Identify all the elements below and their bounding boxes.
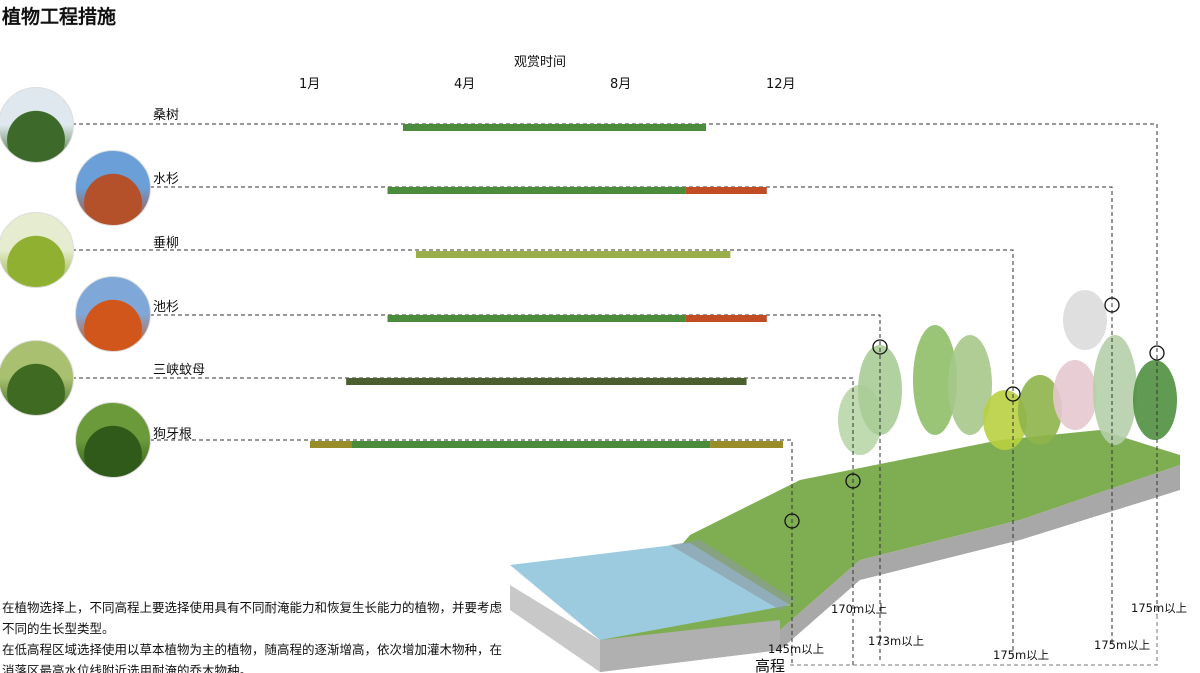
elevation-marker (1005, 386, 1021, 402)
tree (983, 390, 1027, 450)
month-label: 12月 (766, 77, 796, 92)
season-bar (403, 124, 707, 131)
leader-line (150, 186, 1113, 645)
leader-line (72, 123, 1158, 615)
plant-photo-chishan (75, 276, 151, 352)
leader-line (72, 249, 1014, 660)
month-label: 8月 (610, 77, 632, 92)
plant-photo-gouyagen (75, 402, 151, 478)
plant-label: 池杉 (153, 300, 180, 315)
gabion-mesh (670, 540, 795, 610)
season-bar (710, 441, 783, 448)
elevation-label: 高程 (755, 657, 786, 673)
plant-photo-wenmu (0, 340, 74, 416)
elevation-baseline (790, 615, 1158, 666)
plant-label: 桑树 (153, 108, 180, 123)
leader-line (150, 439, 793, 665)
elevation-mark: 170m以上 (831, 602, 888, 616)
month-label: 1月 (299, 77, 321, 92)
tree (1093, 335, 1137, 445)
season-bar (346, 378, 747, 385)
description-paragraph: 在低高程区域选择使用以草本植物为主的植物，随高程的逐渐增高，依次增加灌木物种，在… (2, 642, 503, 673)
elevation-marker (872, 339, 888, 355)
month-label: 4月 (454, 77, 476, 92)
tree (1063, 290, 1107, 350)
season-bar (310, 441, 352, 448)
water-box-front (600, 620, 780, 672)
elevation-mark: 175m以上 (1094, 638, 1151, 652)
elevation-marker (1149, 345, 1165, 361)
season-bar (685, 315, 767, 322)
tree (1053, 360, 1097, 430)
description-paragraph: 在植物选择上，不同高程上要选择使用具有不同耐淹能力和恢复生长能力的植物，并要考虑… (2, 600, 503, 636)
elevation-marker (784, 513, 800, 529)
plant-label: 狗牙根 (153, 427, 193, 442)
season-bar (415, 251, 731, 258)
leader-line (72, 377, 854, 665)
elevation-mark: 173m以上 (868, 634, 925, 648)
plant-photo-shuishan (75, 150, 151, 226)
plant-label: 三峡蚊母 (153, 363, 206, 378)
description: 在植物选择上，不同高程上要选择使用具有不同耐淹能力和恢复生长能力的植物，并要考虑… (2, 597, 502, 673)
leader-line (150, 314, 881, 660)
elevation-mark: 175m以上 (1131, 601, 1188, 615)
plant-label: 水杉 (153, 172, 180, 187)
plant-label: 垂柳 (153, 236, 180, 251)
plant-photo-sang (0, 87, 74, 163)
tree (1018, 375, 1062, 445)
page-title: 植物工程措施 (2, 6, 117, 28)
plant-photo-chuiliu (0, 212, 74, 288)
tree (913, 325, 957, 435)
elevation-mark: 175m以上 (993, 648, 1050, 662)
season-bar (387, 187, 686, 194)
elevation-mark: 145m以上 (768, 642, 825, 656)
elevation-marker (845, 473, 861, 489)
tree (1133, 360, 1177, 440)
water-box-side (510, 585, 600, 672)
elevation-marker (1104, 297, 1120, 313)
timeline-title: 观赏时间 (514, 55, 567, 70)
season-bar (685, 187, 767, 194)
season-bar (387, 315, 686, 322)
ground-slab (600, 465, 1180, 672)
tree (948, 335, 992, 435)
season-bar (351, 441, 711, 448)
